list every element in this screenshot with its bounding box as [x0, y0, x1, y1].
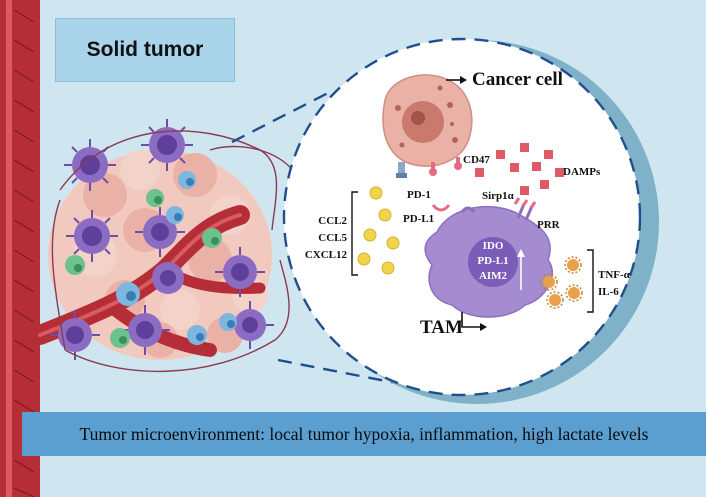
pdl1-label: PD-L1 — [403, 213, 435, 225]
vessel-stripes — [13, 9, 35, 497]
pdl1-inner-label: PD-L1 — [477, 255, 509, 267]
sirp1a-label: Sirp1α — [482, 190, 514, 202]
chemokine-ccl2: CCL2 — [318, 215, 347, 227]
zoom-lines — [231, 90, 433, 392]
damps-squares — [475, 143, 564, 195]
tme-banner: Tumor microenvironment: local tumor hypo… — [22, 412, 706, 456]
damps-label: DAMPs — [563, 166, 601, 178]
aim2-label: AIM2 — [478, 270, 508, 282]
cytokine-il6: IL-6 — [598, 286, 619, 298]
chemokine-list: CCL2 CCL5 CXCL12 — [300, 213, 347, 264]
cytokine-list: TNF-α IL-6 — [598, 267, 630, 301]
immune-cells — [65, 171, 237, 348]
tam-arrow — [461, 312, 480, 328]
pd1-label: PD-1 — [407, 189, 431, 201]
chemokine-bracket — [351, 191, 358, 276]
prr-label: PRR — [537, 219, 560, 231]
cancer-cell-label: Cancer cell — [472, 69, 563, 90]
chemokine-dots — [357, 186, 400, 275]
cytokine-dots — [540, 256, 583, 309]
cancer-cell — [382, 74, 473, 178]
macrophage-cells — [50, 119, 274, 360]
ido-label: IDO — [482, 240, 504, 252]
chemokine-ccl5: CCL5 — [318, 232, 347, 244]
cd47-label: CD47 — [463, 154, 490, 166]
chemokine-cxcl12: CXCL12 — [304, 249, 347, 261]
cytokine-tnf: TNF-α — [598, 269, 630, 281]
solid-tumor-title: Solid tumor — [55, 18, 235, 82]
cytokine-bracket — [587, 249, 594, 313]
tam-label: TAM — [420, 317, 463, 338]
tam-cell — [424, 197, 553, 318]
